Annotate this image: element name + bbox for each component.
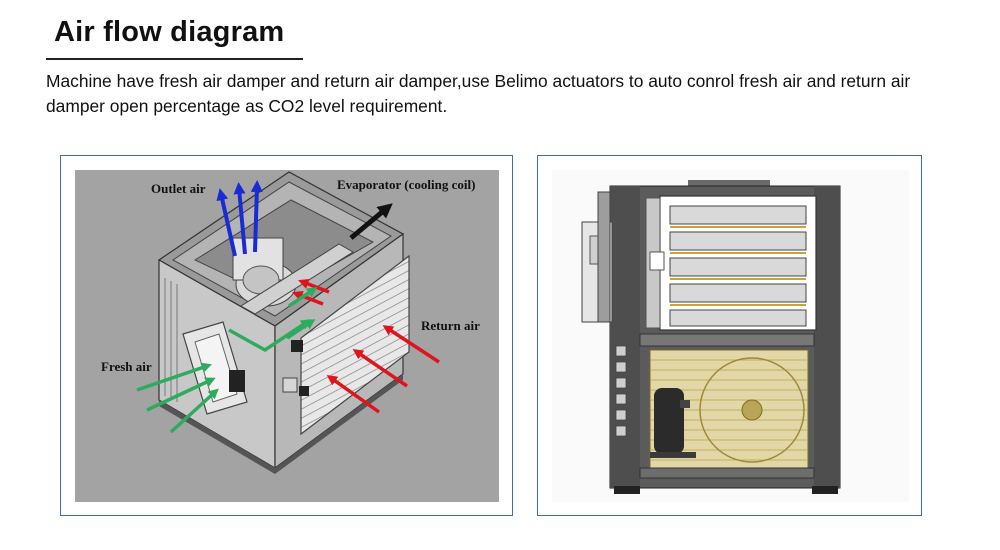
outlet-air-label: Outlet air [151, 181, 206, 196]
air-flow-diagram-panel: Outlet air Evaporator (cooling coil) Ret… [60, 155, 513, 516]
title-underline [46, 58, 303, 60]
outlet-air-arrows [216, 180, 263, 257]
fresh-air-label: Fresh air [101, 359, 152, 374]
machine-front-view [552, 170, 909, 502]
evaporator-arrow [349, 203, 393, 240]
description-text: Machine have fresh air damper and return… [46, 71, 911, 116]
air-flow-diagram: Outlet air Evaporator (cooling coil) Ret… [75, 170, 499, 502]
return-air-label: Return air [421, 318, 480, 333]
machine-front-view-panel [537, 155, 922, 516]
page-title: Air flow diagram [54, 16, 285, 48]
evaporator-label: Evaporator (cooling coil) [337, 177, 475, 192]
fresh-air-arrows [136, 287, 318, 434]
return-air-arrows [292, 278, 440, 414]
